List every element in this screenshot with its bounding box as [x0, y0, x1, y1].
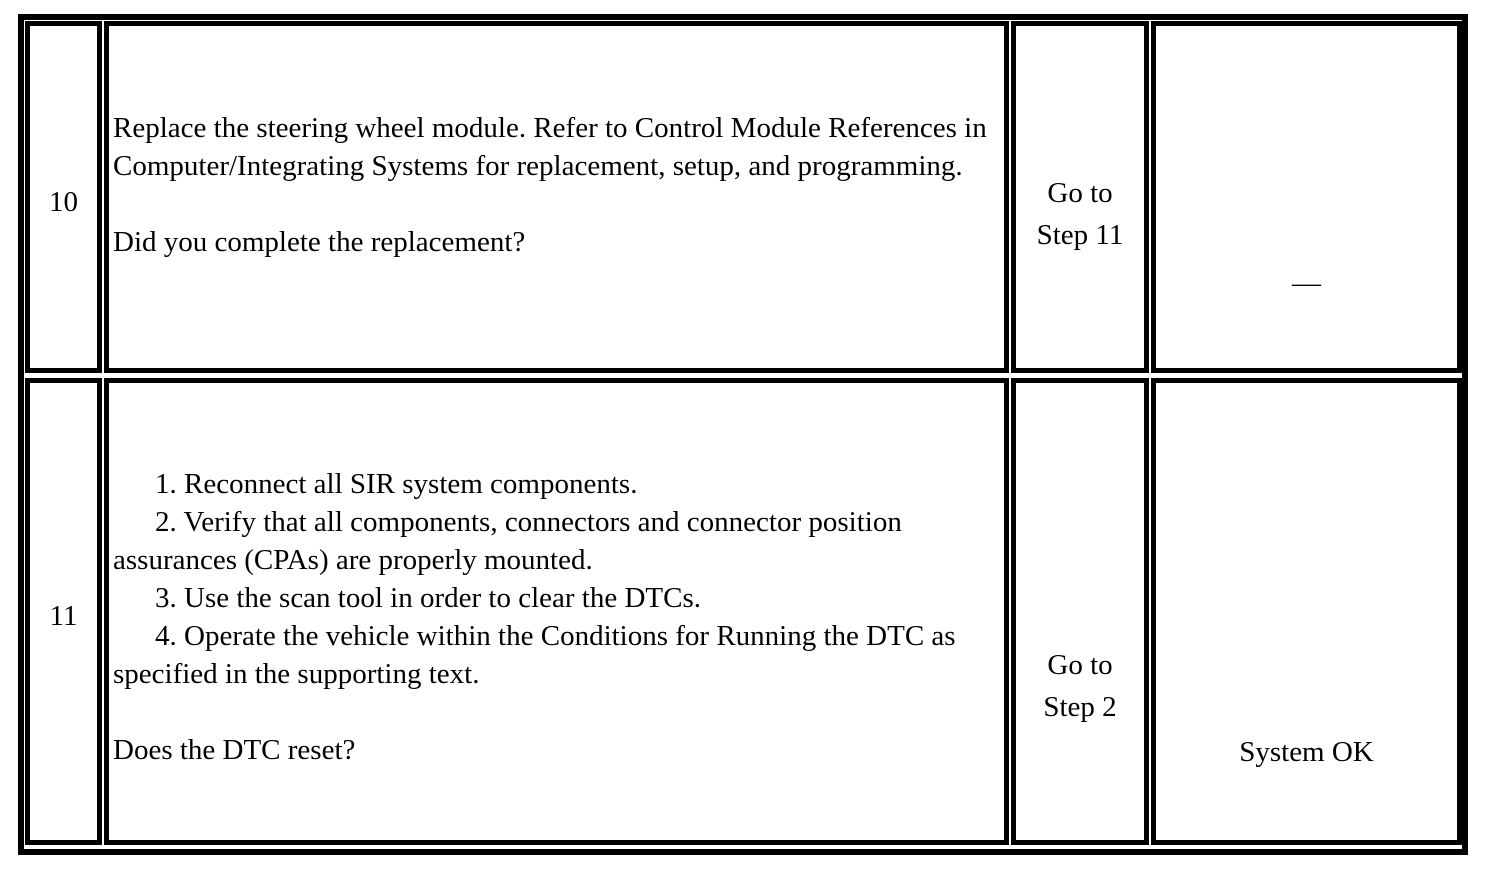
action-instruction: Replace the steering wheel module. Refer… [113, 112, 987, 182]
no-cell: System OK [1151, 378, 1462, 845]
yes-go-to: Go to [1047, 649, 1113, 681]
step-number-cell: 11 [25, 378, 102, 845]
yes-result: Go to Step 2 [1016, 644, 1144, 728]
action-question: Did you complete the replacement? [113, 226, 526, 258]
action-cell: Replace the steering wheel module. Refer… [104, 21, 1009, 373]
list-item: 3. Use the scan tool in order to clear t… [155, 582, 702, 614]
yes-cell: Go to Step 11 [1011, 21, 1149, 373]
action-text: 1. Reconnect all SIR system components. … [113, 465, 998, 769]
action-question: Does the DTC reset? [113, 734, 356, 766]
yes-cell: Go to Step 2 [1011, 378, 1149, 845]
no-result: — [1292, 267, 1321, 299]
yes-step-ref: Step 11 [1036, 219, 1124, 251]
action-cell: 1. Reconnect all SIR system components. … [104, 378, 1009, 845]
yes-step-ref: Step 2 [1043, 691, 1117, 723]
step-number: 10 [49, 186, 78, 218]
action-text: Replace the steering wheel module. Refer… [113, 109, 998, 261]
no-result: System OK [1239, 736, 1374, 768]
no-cell: — [1151, 21, 1462, 373]
list-item: 4. Operate the vehicle within the Condit… [113, 620, 956, 690]
diagnostic-table [18, 14, 1468, 855]
list-item: 1. Reconnect all SIR system components. [155, 468, 638, 500]
yes-result: Go to Step 11 [1016, 172, 1144, 256]
list-item: 2. Verify that all components, connector… [113, 506, 902, 576]
step-number-cell: 10 [25, 21, 102, 373]
step-number: 11 [49, 600, 78, 632]
yes-go-to: Go to [1047, 177, 1113, 209]
